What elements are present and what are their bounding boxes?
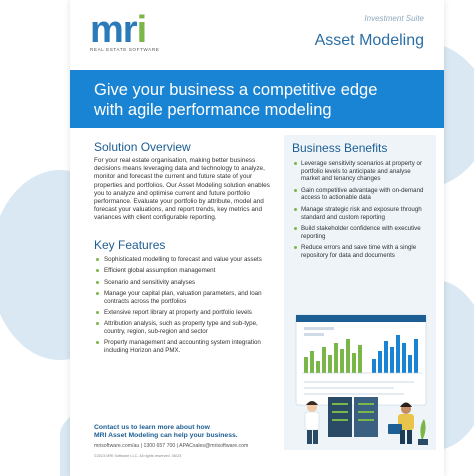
analytics-illustration bbox=[295, 314, 428, 445]
contact-line-2: MRI Asset Modeling can help your busines… bbox=[94, 432, 238, 439]
headline-line-2: with agile performance modeling bbox=[94, 101, 332, 119]
key-features-section: Key Features Sophisticated modelling to … bbox=[94, 238, 274, 358]
list-item: Manage strategic risk and exposure throu… bbox=[292, 206, 428, 221]
list-item: Property management and accounting syste… bbox=[94, 339, 274, 355]
solution-overview-section: Solution Overview For your real estate o… bbox=[94, 140, 274, 223]
page-title: Asset Modeling bbox=[314, 32, 424, 49]
list-item: Leverage sensitivity scenarios at proper… bbox=[292, 160, 428, 183]
list-item: Efficient global assumption management bbox=[94, 267, 274, 275]
headline-line-1: Give your business a competitive edge bbox=[94, 81, 378, 99]
list-item: Attribution analysis, such as property t… bbox=[94, 320, 274, 336]
section-heading: Business Benefits bbox=[292, 141, 388, 155]
suite-label: Investment Suite bbox=[364, 14, 424, 23]
list-item: Build stakeholder confidence with execut… bbox=[292, 225, 428, 240]
copyright: ©2023 MRI Software LLC. All rights reser… bbox=[94, 454, 182, 458]
list-item: Gain competitive advantage with on-deman… bbox=[292, 187, 428, 202]
list-item: Scenario and sensitivity analyses bbox=[94, 279, 274, 287]
logo-tagline: REAL ESTATE SOFTWARE bbox=[90, 47, 160, 52]
section-heading: Key Features bbox=[94, 238, 166, 252]
contact-details: mrisoftware.com/au | 1300 657 700 | APAC… bbox=[94, 443, 249, 449]
headline-banner: Give your business a competitive edge wi… bbox=[70, 70, 444, 128]
contact-line-1: Contact us to learn more about how bbox=[94, 424, 210, 431]
section-heading: Solution Overview bbox=[94, 140, 191, 154]
page-header: mri REAL ESTATE SOFTWARE Investment Suit… bbox=[70, 0, 444, 70]
contact-section: Contact us to learn more about how MRI A… bbox=[94, 424, 284, 458]
overview-text: For your real estate organisation, makin… bbox=[94, 157, 270, 222]
brochure-page: mri REAL ESTATE SOFTWARE Investment Suit… bbox=[70, 0, 444, 476]
list-item: Sophisticated modelling to forecast and … bbox=[94, 256, 274, 264]
mri-logo: mri REAL ESTATE SOFTWARE bbox=[90, 9, 160, 52]
list-item: Manage your capital plan, valuation para… bbox=[94, 290, 274, 306]
benefits-list: Leverage sensitivity scenarios at proper… bbox=[292, 160, 428, 260]
list-item: Extensive report library at property and… bbox=[94, 309, 274, 317]
business-benefits-panel: Business Benefits Leverage sensitivity s… bbox=[284, 135, 436, 450]
list-item: Reduce errors and save time with a singl… bbox=[292, 244, 428, 259]
features-list: Sophisticated modelling to forecast and … bbox=[94, 256, 274, 355]
